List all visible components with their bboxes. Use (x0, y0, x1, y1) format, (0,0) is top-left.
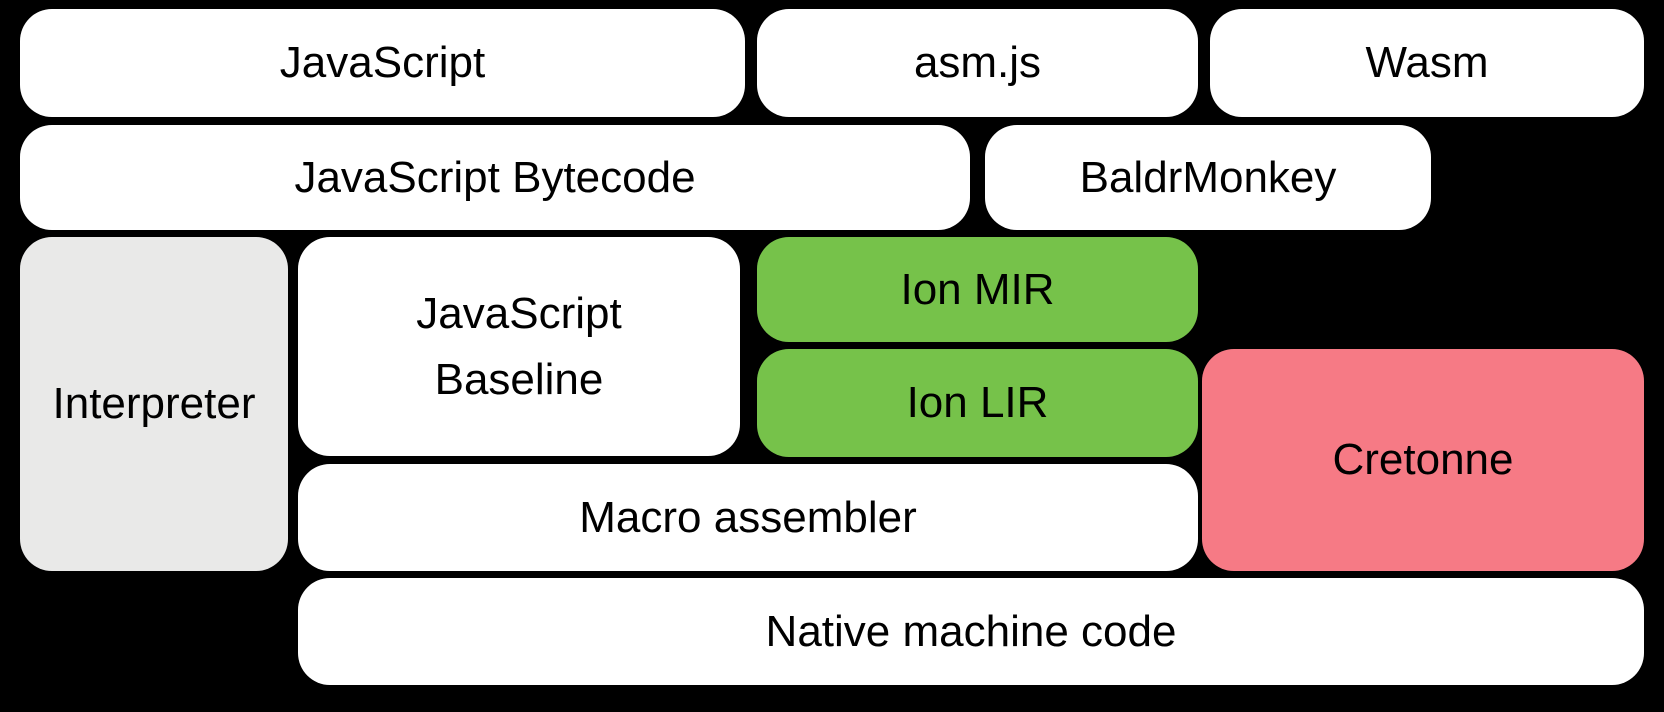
node-javascript-bytecode-label: JavaScript Bytecode (294, 152, 696, 202)
node-javascript-label: JavaScript (279, 38, 486, 87)
node-cretonne-label: Cretonne (1332, 435, 1514, 484)
node-javascript: JavaScript (20, 9, 745, 117)
node-baldrmonkey-label: BaldrMonkey (1079, 152, 1337, 202)
node-ion-mir: Ion MIR (757, 237, 1198, 342)
node-javascript-baseline-label: JavaScript Baseline (416, 288, 622, 404)
node-ion-lir-label: Ion LIR (906, 378, 1049, 427)
node-interpreter-label: Interpreter (52, 379, 256, 428)
node-macro-assembler-label: Macro assembler (579, 492, 917, 542)
node-cretonne: Cretonne (1202, 349, 1644, 571)
node-asmjs-label: asm.js (913, 38, 1042, 87)
node-wasm: Wasm (1210, 9, 1644, 117)
node-ion-mir-label: Ion MIR (900, 264, 1055, 314)
node-interpreter: Interpreter (20, 237, 288, 571)
node-native-machine-code-label: Native machine code (765, 606, 1177, 656)
node-native-machine-code: Native machine code (298, 578, 1644, 685)
node-macro-assembler: Macro assembler (298, 464, 1198, 571)
node-javascript-bytecode: JavaScript Bytecode (20, 125, 970, 230)
node-asmjs: asm.js (757, 9, 1198, 117)
node-javascript-baseline: JavaScript Baseline (298, 237, 740, 456)
node-baldrmonkey: BaldrMonkey (985, 125, 1431, 230)
node-ion-lir: Ion LIR (757, 349, 1198, 457)
node-wasm-label: Wasm (1365, 38, 1489, 87)
